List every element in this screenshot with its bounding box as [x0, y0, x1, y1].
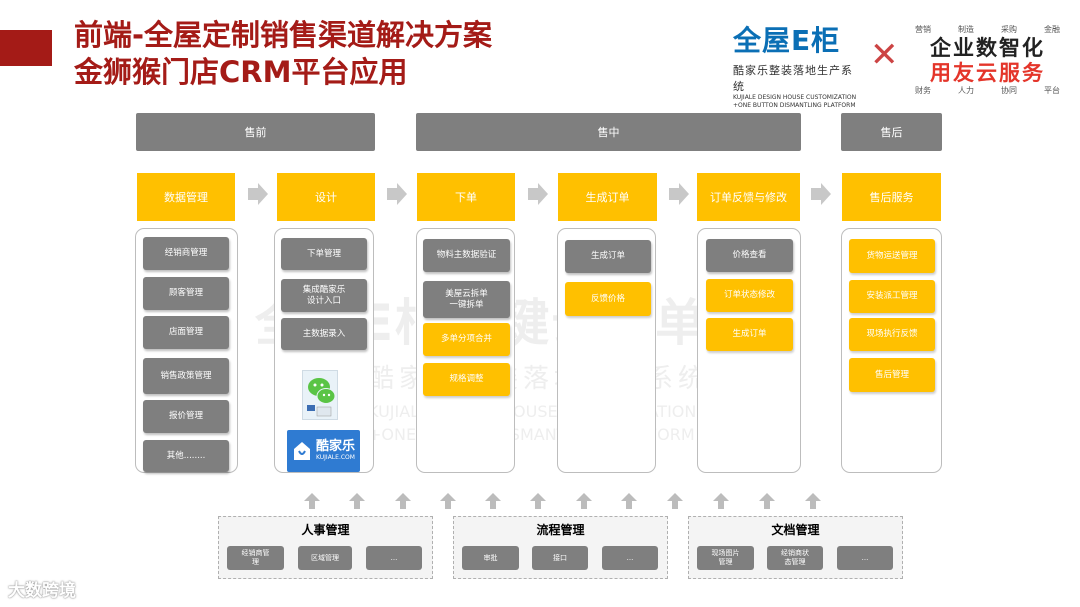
- wechat-icon: [302, 370, 338, 420]
- item-customer-management[interactable]: 顾客管理: [143, 277, 229, 310]
- phase-aftersale: 售后: [841, 113, 942, 151]
- group-title: 流程管理: [536, 523, 585, 537]
- kujiale-en-text: KUJIALE.COM: [316, 454, 355, 461]
- item-feedback-price[interactable]: 反馈价格: [565, 282, 651, 316]
- kujiale-app-icon: 酷家乐 KUJIALE.COM: [287, 430, 360, 472]
- group-title: 人事管理: [301, 523, 350, 537]
- item-merge-orders[interactable]: 多单分项合并: [423, 323, 510, 356]
- right-arrow-icon: [811, 183, 831, 205]
- item-spec-adjust[interactable]: 规格调整: [423, 363, 510, 396]
- yonyou-line1: 企业数智化: [930, 36, 1045, 60]
- yonyou-tag: 平台: [1044, 86, 1060, 95]
- column-generate-order: 生成订单 反馈价格: [557, 228, 656, 473]
- item-order-management[interactable]: 下单管理: [281, 238, 367, 270]
- up-arrow-icon: [805, 493, 821, 509]
- item-master-data-entry[interactable]: 主数据录入: [281, 318, 367, 350]
- kujiale-en1: KUJIALE DESIGN HOUSE CUSTOMIZATION: [733, 94, 857, 101]
- column-design: 下单管理 集成酷家乐 设计入口 主数据录入 酷家乐 KUJIALE.COM: [274, 228, 374, 473]
- up-arrow-icon: [485, 493, 501, 509]
- btm-more[interactable]: ...: [602, 546, 658, 570]
- phase-insale: 售中: [416, 113, 801, 151]
- btm-more[interactable]: ...: [366, 546, 422, 570]
- up-arrow-icon: [440, 493, 456, 509]
- up-arrow-icon: [576, 493, 592, 509]
- yonyou-logo: 营销 制造 采购 金融 企业数智化 用友云服务 财务 人力 协同 平台: [915, 24, 1060, 99]
- page-subtitle: 金狮猴门店CRM平台应用: [74, 55, 408, 89]
- yonyou-tag: 人力: [958, 86, 974, 95]
- right-arrow-icon: [248, 183, 268, 205]
- head-order-feedback: 订单反馈与修改: [697, 173, 800, 221]
- right-arrow-icon: [387, 183, 407, 205]
- item-install-dispatch[interactable]: 安装派工管理: [849, 280, 935, 313]
- yonyou-tag: 金融: [1044, 25, 1060, 34]
- column-order-feedback: 价格查看 订单状态修改 生成订单: [697, 228, 801, 473]
- item-sales-policy[interactable]: 销售政策管理: [143, 358, 229, 394]
- up-arrow-icon: [395, 493, 411, 509]
- page-title: 前端-全屋定制销售渠道解决方案: [74, 18, 493, 52]
- title-accent-bar: [0, 30, 52, 66]
- yonyou-tag: 财务: [915, 86, 931, 95]
- yonyou-bottom-tags: 财务 人力 协同 平台: [915, 85, 1060, 96]
- head-generate-order: 生成订单: [558, 173, 657, 221]
- head-place-order: 下单: [417, 173, 515, 221]
- right-arrow-icon: [669, 183, 689, 205]
- kujiale-en2: +ONE BUTTON DISMANTLING PLATFORM: [733, 102, 856, 109]
- column-after-service: 货物运送管理 安装派工管理 现场执行反馈 售后管理: [841, 228, 942, 473]
- yonyou-top-tags: 营销 制造 采购 金融: [915, 24, 1060, 35]
- item-generate-order-2[interactable]: 生成订单: [706, 318, 793, 351]
- column-place-order: 物料主数据验证 美屋云拆单 一键拆单 多单分项合并 规格调整: [416, 228, 515, 473]
- up-arrow-icon: [530, 493, 546, 509]
- up-arrow-icon: [349, 493, 365, 509]
- item-order-status-edit[interactable]: 订单状态修改: [706, 279, 793, 312]
- item-other[interactable]: 其他........: [143, 440, 229, 472]
- btm-dealer-status-management[interactable]: 经销商状 态管理: [767, 546, 823, 570]
- btm-dealer-management[interactable]: 经销商管 理: [227, 546, 284, 570]
- up-arrow-icon: [667, 493, 683, 509]
- item-onsite-feedback[interactable]: 现场执行反馈: [849, 318, 935, 351]
- btm-site-photo-management[interactable]: 现场图片 管理: [697, 546, 754, 570]
- item-after-sales-management[interactable]: 售后管理: [849, 358, 935, 392]
- item-quote-management[interactable]: 报价管理: [143, 400, 229, 433]
- up-arrow-icon: [304, 493, 320, 509]
- yonyou-tag: 制造: [958, 25, 974, 34]
- item-kujiale-design-entry[interactable]: 集成酷家乐 设计入口: [281, 279, 367, 312]
- kujiale-brand: 全屋E柜: [733, 24, 841, 57]
- item-store-management[interactable]: 店面管理: [143, 316, 229, 349]
- item-generate-order[interactable]: 生成订单: [565, 240, 651, 273]
- yonyou-tag: 采购: [1001, 25, 1017, 34]
- btm-more[interactable]: ...: [837, 546, 893, 570]
- item-price-view[interactable]: 价格查看: [706, 239, 793, 272]
- up-arrow-icon: [621, 493, 637, 509]
- item-delivery-management[interactable]: 货物运送管理: [849, 239, 935, 273]
- footer-watermark: 大数跨境: [8, 581, 76, 601]
- yonyou-line2: 用友云服务: [930, 61, 1045, 85]
- column-data-management: 经销商管理 顾客管理 店面管理 销售政策管理 报价管理 其他........: [135, 228, 238, 473]
- up-arrow-icon: [759, 493, 775, 509]
- up-arrow-icon: [713, 493, 729, 509]
- head-design: 设计: [277, 173, 375, 221]
- kujiale-logo: 全屋E柜 酷家乐整装落地生产系统 KUJIALE DESIGN HOUSE CU…: [733, 24, 863, 109]
- yonyou-tag: 协同: [1001, 86, 1017, 95]
- phase-presale: 售前: [136, 113, 375, 151]
- kujiale-cn-text: 酷家乐: [316, 439, 356, 454]
- cross-icon: ✕: [870, 35, 899, 75]
- item-material-validation[interactable]: 物料主数据验证: [423, 239, 510, 272]
- head-data-management: 数据管理: [137, 173, 235, 221]
- btm-approval[interactable]: 审批: [462, 546, 519, 570]
- head-after-service: 售后服务: [842, 173, 941, 221]
- right-arrow-icon: [528, 183, 548, 205]
- yonyou-tag: 营销: [915, 25, 931, 34]
- item-one-click-split[interactable]: 美屋云拆单 一键拆单: [423, 281, 510, 318]
- btm-region-management[interactable]: 区域管理: [298, 546, 352, 570]
- btm-interface[interactable]: 接口: [532, 546, 588, 570]
- group-title: 文档管理: [771, 523, 820, 537]
- kujiale-sub: 酷家乐整装落地生产系统: [733, 64, 853, 93]
- item-dealer-management[interactable]: 经销商管理: [143, 237, 229, 270]
